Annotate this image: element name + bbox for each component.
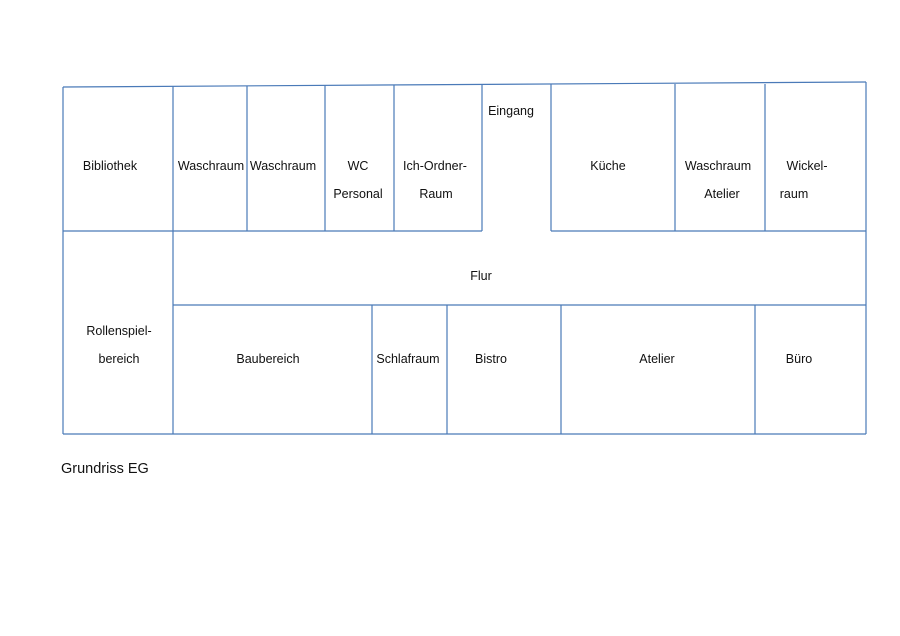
label-schlafraum: Schlafraum	[376, 352, 439, 366]
label-ich-ordner-raum-line2: Raum	[419, 187, 452, 201]
label-baubereich: Baubereich	[236, 352, 299, 366]
label-ich-ordner-raum-line1: Ich-Ordner-	[403, 159, 467, 173]
label-kueche: Küche	[590, 159, 625, 173]
label-waschraum-atelier-line1: Waschraum	[685, 159, 751, 173]
label-waschraum-1: Waschraum	[178, 159, 244, 173]
label-wc-personal-line1: WC	[348, 159, 369, 173]
walls	[62, 81, 867, 435]
plan-caption: Grundriss EG	[61, 461, 149, 477]
label-wickelraum-line1: Wickel-	[787, 159, 828, 173]
wall-top	[62, 81, 867, 88]
label-flur: Flur	[470, 269, 492, 283]
label-wc-personal-line2: Personal	[333, 187, 382, 201]
label-bistro: Bistro	[475, 352, 507, 366]
room-labels: Bibliothek Waschraum Waschraum WC Person…	[83, 104, 828, 366]
label-atelier: Atelier	[639, 352, 674, 366]
label-waschraum-atelier-line2: Atelier	[704, 187, 739, 201]
label-buero: Büro	[786, 352, 812, 366]
label-eingang: Eingang	[488, 104, 534, 118]
label-rollenspielbereich-line1: Rollenspiel-	[86, 324, 151, 338]
label-waschraum-2: Waschraum	[250, 159, 316, 173]
label-rollenspielbereich-line2: bereich	[99, 352, 140, 366]
label-bibliothek: Bibliothek	[83, 159, 138, 173]
label-wickelraum-line2: raum	[780, 187, 808, 201]
